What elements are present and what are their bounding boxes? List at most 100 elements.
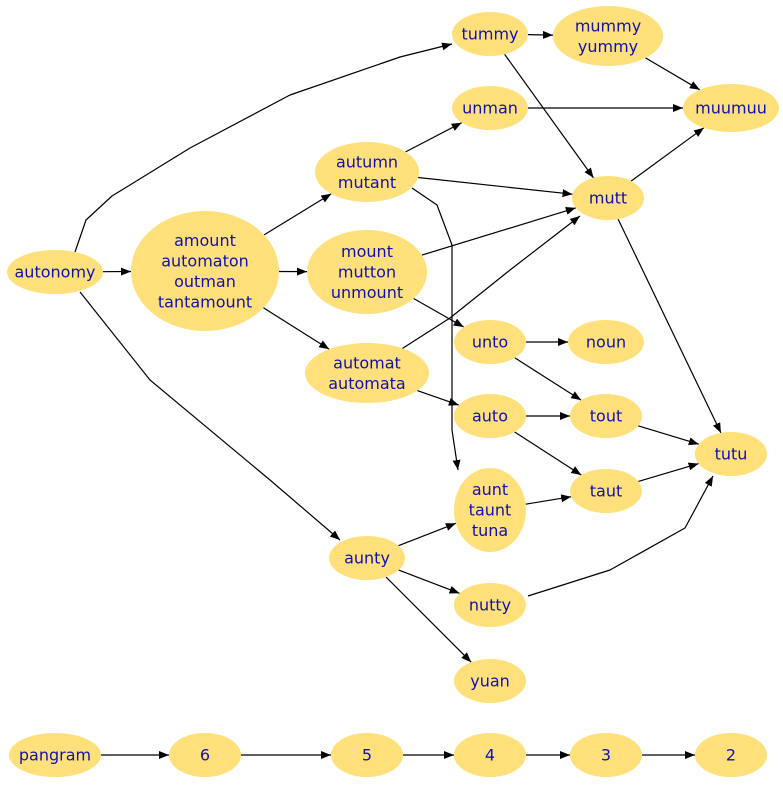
node-nutty-shape <box>454 583 526 627</box>
node-pangram-label-1: pangram <box>19 746 91 765</box>
edge-amount-to-autumn <box>263 193 332 236</box>
node-mutt-shape <box>572 176 644 220</box>
node-mummy-label-1: mummy <box>575 16 641 35</box>
node-aunt-label-3: tuna <box>472 521 508 540</box>
edge-aunt-to-taut <box>525 494 572 505</box>
node-taut-label-1: taut <box>590 482 623 501</box>
node-n3-shape <box>570 733 642 777</box>
node-nutty-label-1: nutty <box>469 596 511 615</box>
node-mummy: mummy yummy <box>553 6 663 66</box>
edge-mount-to-unto <box>413 297 464 328</box>
node-autumn-label-1: autumn <box>336 152 398 171</box>
node-unto-shape <box>454 320 526 364</box>
edge-mummy-to-muumuu <box>645 57 701 91</box>
node-tout-label-1: tout <box>590 407 622 426</box>
node-tutu-label-1: tutu <box>715 445 748 464</box>
node-aunty: aunty <box>329 536 405 580</box>
node-tummy-label-1: tummy <box>461 25 518 44</box>
edge-aunty-to-nutty <box>398 569 460 594</box>
node-amount-label-1: amount <box>174 231 236 250</box>
node-yuan: yuan <box>454 659 526 703</box>
node-autonomy: autonomy <box>7 250 103 294</box>
node-n5-label-1: 5 <box>362 746 372 765</box>
node-automat-shape <box>305 343 429 403</box>
edge-taut-to-tutu <box>638 462 699 482</box>
node-n6-shape <box>169 733 241 777</box>
node-tout: tout <box>570 394 642 438</box>
edge-autumn-to-aunt <box>411 187 461 471</box>
edges-layer <box>74 30 722 759</box>
edge-amount-to-automat <box>263 307 330 350</box>
node-noun: noun <box>568 320 644 364</box>
edge-automat-to-auto <box>417 390 459 406</box>
node-unman: unman <box>452 86 528 130</box>
nodes-layer: autonomyamountautomatonoutmantantamountt… <box>7 6 779 777</box>
node-aunt-label-1: aunt <box>472 480 508 499</box>
node-n4: 4 <box>454 733 526 777</box>
edge-nutty-to-tutu <box>527 475 714 597</box>
node-tout-shape <box>570 394 642 438</box>
node-aunty-shape <box>329 536 405 580</box>
node-n3-label-1: 3 <box>601 746 611 765</box>
node-n2: 2 <box>695 733 767 777</box>
node-n5-shape <box>331 733 403 777</box>
node-n6: 6 <box>169 733 241 777</box>
node-n3: 3 <box>570 733 642 777</box>
node-auto: auto <box>454 394 526 438</box>
node-yuan-shape <box>454 659 526 703</box>
node-automat-label-2: automata <box>328 374 405 393</box>
node-unto: unto <box>454 320 526 364</box>
node-aunty-label-1: aunty <box>344 549 390 568</box>
node-tummy-shape <box>452 12 528 56</box>
edge-auto-to-taut <box>514 431 582 476</box>
node-tutu-shape <box>695 432 767 476</box>
node-mummy-label-2: yummy <box>578 37 638 56</box>
node-autonomy-label-1: autonomy <box>15 263 96 282</box>
node-amount-label-3: outman <box>174 272 236 291</box>
node-tummy: tummy <box>452 12 528 56</box>
node-unman-shape <box>452 86 528 130</box>
edge-autonomy-to-tummy <box>74 42 453 253</box>
node-pangram-shape <box>9 733 101 777</box>
edge-mount-to-mutt <box>421 207 576 256</box>
node-mutt-label-1: mutt <box>589 189 627 208</box>
edge-tummy-to-mutt <box>504 53 594 179</box>
node-mutt: mutt <box>572 176 644 220</box>
node-mount-label-2: mutton <box>338 263 396 282</box>
node-aunt-shape <box>454 468 526 552</box>
node-pangram: pangram <box>9 733 101 777</box>
node-n4-label-1: 4 <box>485 746 495 765</box>
node-n2-shape <box>695 733 767 777</box>
node-amount-label-4: tantamount <box>158 292 252 311</box>
edge-autonomy-to-aunty <box>79 291 341 541</box>
node-muumuu-label-1: muumuu <box>695 99 767 118</box>
node-automat: automat automata <box>305 343 429 403</box>
edge-tummy-to-mummy <box>527 30 554 39</box>
node-auto-shape <box>454 394 526 438</box>
node-amount-shape <box>131 211 279 331</box>
edge-automat-to-mutt <box>399 215 581 351</box>
node-autumn-label-2: mutant <box>338 173 396 192</box>
node-mummy-shape <box>553 6 663 66</box>
node-n5: 5 <box>331 733 403 777</box>
node-muumuu: muumuu <box>683 84 779 132</box>
edge-tout-to-tutu <box>638 425 699 446</box>
node-noun-shape <box>568 320 644 364</box>
node-automat-label-1: automat <box>333 353 401 372</box>
node-muumuu-shape <box>683 84 779 132</box>
node-autumn-shape <box>315 142 419 202</box>
node-autumn: autumn mutant <box>315 142 419 202</box>
edge-unto-to-tout <box>514 357 582 401</box>
node-mount-label-3: unmount <box>331 283 403 302</box>
node-nutty: nutty <box>454 583 526 627</box>
node-yuan-label-1: yuan <box>470 672 510 691</box>
node-taut: taut <box>570 469 642 513</box>
node-n2-label-1: 2 <box>726 746 736 765</box>
edge-mutt-to-tutu <box>617 218 722 434</box>
node-tutu: tutu <box>695 432 767 476</box>
edge-aunty-to-aunt <box>398 522 457 547</box>
